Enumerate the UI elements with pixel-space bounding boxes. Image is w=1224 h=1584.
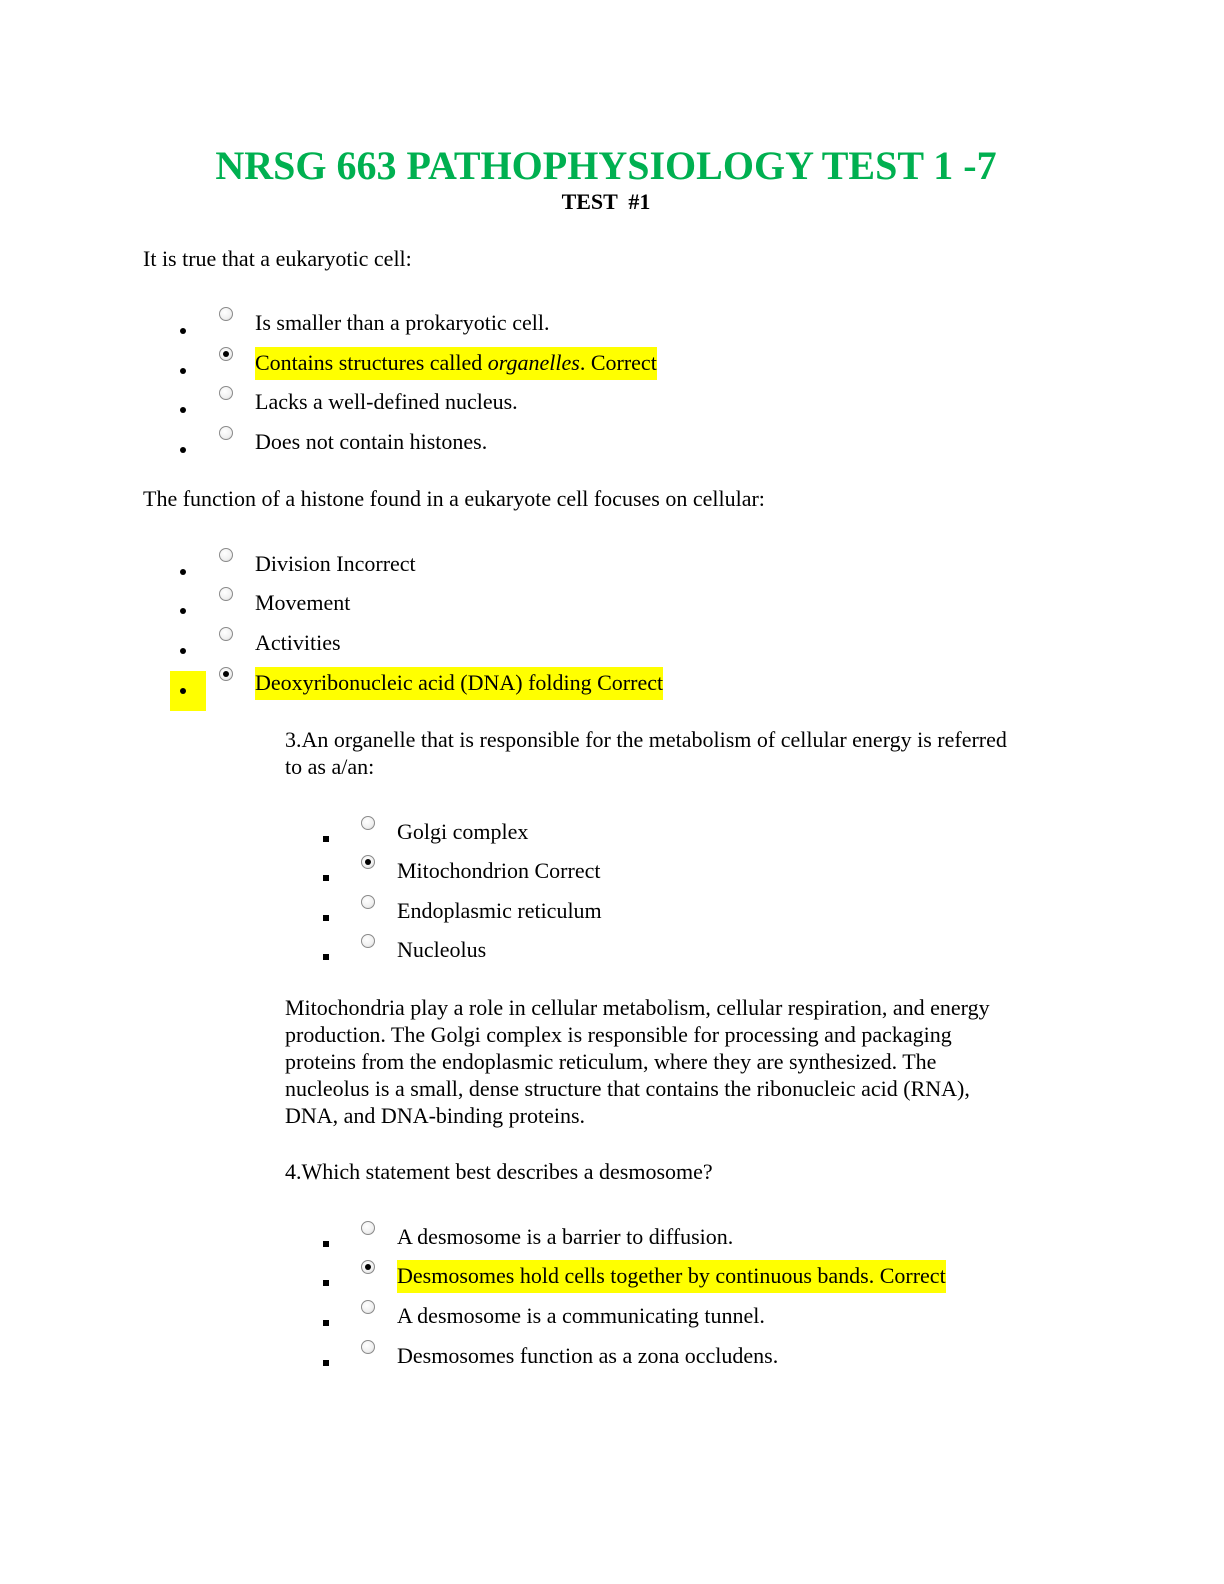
question-1-prompt: It is true that a eukaryotic cell: <box>143 246 412 271</box>
radio-unchecked-icon[interactable] <box>361 1300 375 1314</box>
bullet-icon <box>180 608 186 614</box>
q2-option-3-label: Activities <box>255 630 341 655</box>
bullet-icon <box>180 648 186 654</box>
q2-option-4-label: Deoxyribonucleic acid (DNA) folding Corr… <box>255 667 664 700</box>
q4-option-3-label: A desmosome is a communicating tunnel. <box>397 1303 765 1328</box>
q1-option-1-label: Is smaller than a prokaryotic cell. <box>255 310 550 335</box>
radio-unchecked-icon[interactable] <box>219 587 233 601</box>
q4-option-4-label: Desmosomes function as a zona occludens. <box>397 1343 779 1368</box>
question-3-prompt: 3.An organelle that is responsible for t… <box>285 727 1007 779</box>
q4-option-1-label: A desmosome is a barrier to diffusion. <box>397 1224 734 1249</box>
q1-option-2-label: Contains structures called organelles. C… <box>255 347 657 380</box>
radio-unchecked-icon[interactable] <box>219 426 233 440</box>
radio-unchecked-icon[interactable] <box>219 307 233 321</box>
square-bullet-icon <box>323 1320 329 1326</box>
question-3-rationale: Mitochondria play a role in cellular met… <box>285 995 990 1128</box>
radio-unchecked-icon[interactable] <box>361 816 375 830</box>
radio-unchecked-icon[interactable] <box>361 934 375 948</box>
q3-option-3-label: Endoplasmic reticulum <box>397 898 602 923</box>
square-bullet-icon <box>323 915 329 921</box>
q4-option-2-label: Desmosomes hold cells together by contin… <box>397 1260 946 1293</box>
question-2-prompt: The function of a histone found in a euk… <box>143 486 765 511</box>
bullet-icon <box>180 569 186 575</box>
q1-option-3-label: Lacks a well-defined nucleus. <box>255 389 518 414</box>
square-bullet-icon <box>323 954 329 960</box>
q3-option-2-label: Mitochondrion Correct <box>397 858 601 883</box>
radio-checked-icon[interactable] <box>361 1260 375 1274</box>
radio-unchecked-icon[interactable] <box>361 1340 375 1354</box>
q3-option-4-label: Nucleolus <box>397 937 487 962</box>
square-bullet-icon <box>323 1241 329 1247</box>
test-subtitle: TEST #1 <box>561 189 651 214</box>
radio-checked-icon[interactable] <box>219 347 233 361</box>
radio-checked-icon[interactable] <box>219 667 233 681</box>
square-bullet-icon <box>323 1360 329 1366</box>
radio-unchecked-icon[interactable] <box>361 895 375 909</box>
radio-unchecked-icon[interactable] <box>219 548 233 562</box>
square-bullet-icon <box>323 836 329 842</box>
bullet-icon <box>180 447 186 453</box>
bullet-highlight <box>170 671 206 711</box>
bullet-icon <box>180 368 186 374</box>
bullet-icon <box>180 328 186 334</box>
radio-checked-icon[interactable] <box>361 855 375 869</box>
square-bullet-icon <box>323 1280 329 1286</box>
document-title: NRSG 663 PATHOPHYSIOLOGY TEST 1 -7 <box>215 143 997 188</box>
q2-option-2-label: Movement <box>255 590 351 615</box>
q1-option-4-label: Does not contain histones. <box>255 429 488 454</box>
bullet-icon <box>180 688 186 694</box>
radio-unchecked-icon[interactable] <box>219 386 233 400</box>
radio-unchecked-icon[interactable] <box>361 1221 375 1235</box>
q3-option-1-label: Golgi complex <box>397 819 529 844</box>
bullet-icon <box>180 407 186 413</box>
square-bullet-icon <box>323 875 329 881</box>
question-4-prompt: 4.Which statement best describes a desmo… <box>285 1159 713 1184</box>
q2-option-1-label: Division Incorrect <box>255 551 416 576</box>
radio-unchecked-icon[interactable] <box>219 627 233 641</box>
